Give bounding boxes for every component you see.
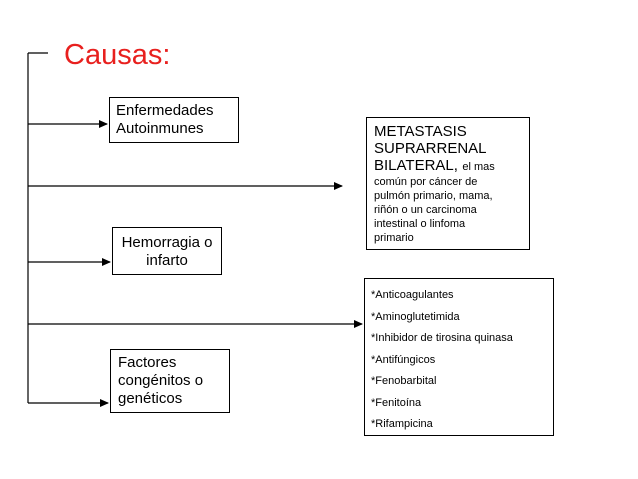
metastasis-note-line: primario (374, 232, 414, 244)
congenital-line-1: Factores (118, 354, 177, 371)
autoimmune-line-1: Enfermedades (116, 102, 214, 119)
metastasis-heading-3: BILATERAL, (374, 157, 458, 174)
autoimmune-line-2: Autoinmunes (116, 120, 204, 137)
metastasis-note-line: pulmón primario, mama, (374, 190, 493, 202)
hemorrhage-line-1: Hemorragia o (121, 234, 213, 251)
congenital-line-3: genéticos (118, 390, 183, 407)
cause-box-metastasis: METASTASIS SUPRARRENAL BILATERAL, el mas… (366, 117, 530, 250)
drug-list-item: *Fenobarbital (371, 375, 437, 387)
cause-box-hemorrhage: Hemorragia o infarto (112, 227, 222, 275)
metastasis-note-inline: el mas (462, 161, 495, 173)
drug-list-item: *Aminoglutetimida (371, 310, 460, 323)
cause-box-drugs: *Anticoagulantes *Aminoglutetimida *Inhi… (364, 278, 554, 436)
metastasis-note-line: riñón o un carcinoma (374, 204, 477, 216)
metastasis-heading-1: METASTASIS (374, 123, 467, 140)
drug-list-item: *Fenitoína (371, 396, 422, 409)
drug-list-item: *Antifúngicos (371, 353, 436, 366)
congenital-line-2: congénitos o (118, 372, 204, 389)
page-title: Causas: (64, 39, 171, 71)
drug-list-item: *Inhibidor de tirosina quinasa (371, 332, 513, 344)
drug-list-item: *Rifampicina (371, 418, 433, 430)
cause-box-autoimmune: Enfermedades Autoinmunes (109, 97, 239, 143)
drug-list-item: *Anticoagulantes (371, 289, 454, 301)
cause-box-congenital: Factores congénitos o genéticos (110, 349, 230, 413)
metastasis-note-line: intestinal o linfoma (374, 218, 466, 230)
hemorrhage-line-2: infarto (146, 252, 188, 269)
metastasis-note-line: común por cáncer de (374, 176, 478, 188)
metastasis-heading-2: SUPRARRENAL (374, 140, 487, 157)
